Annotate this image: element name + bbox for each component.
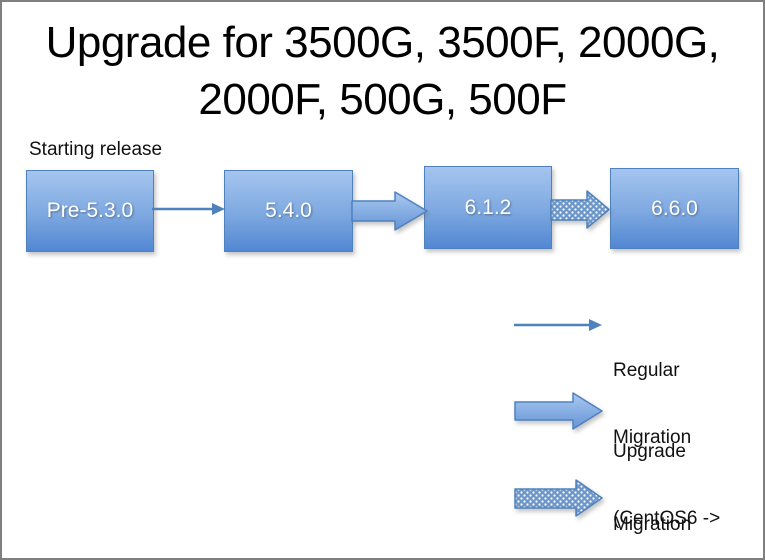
version-box-5-4-0: 5.4.0 — [224, 170, 353, 252]
version-box-label: 6.6.0 — [651, 196, 698, 220]
starting-release-label: Starting release — [29, 139, 163, 160]
version-box-6-1-2: 6.1.2 — [424, 166, 552, 249]
version-box-label: Pre-5.3.0 — [46, 199, 134, 222]
version-box-pre-5-3-0: Pre-5.3.0 — [26, 170, 154, 252]
legend-regular-upgrade-arrow-icon — [514, 319, 602, 331]
legend-regular-upgrade-label: Regular Upgrade — [613, 360, 686, 462]
page-title: Upgrade for 3500G, 3500F, 2000G, 2000F, … — [2, 14, 763, 128]
migration-centos6-centos8-arrow — [351, 191, 428, 231]
version-box-label: 6.1.2 — [464, 195, 512, 219]
legend-migration-centos6-centos8-label: Migration (CentOS6 -> CentOS8) — [613, 427, 721, 529]
title-line-1: Upgrade for 3500G, 3500F, 2000G, — [45, 18, 720, 67]
version-box-6-6-0: 6.6.0 — [610, 168, 739, 249]
regular-upgrade-arrow — [152, 203, 225, 215]
legend-migration-centos-rocky-arrow-icon — [514, 479, 603, 517]
title-line-2: 2000F, 500G, 500F — [198, 75, 567, 124]
legend-migration-centos6-centos8-arrow-icon — [514, 392, 603, 430]
migration-centos-rocky-arrow — [550, 190, 610, 229]
legend-migration-centos-rocky-label: Migration (CentOS -> Rocky Linux) — [613, 514, 692, 535]
version-box-label: 5.4.0 — [265, 199, 312, 222]
